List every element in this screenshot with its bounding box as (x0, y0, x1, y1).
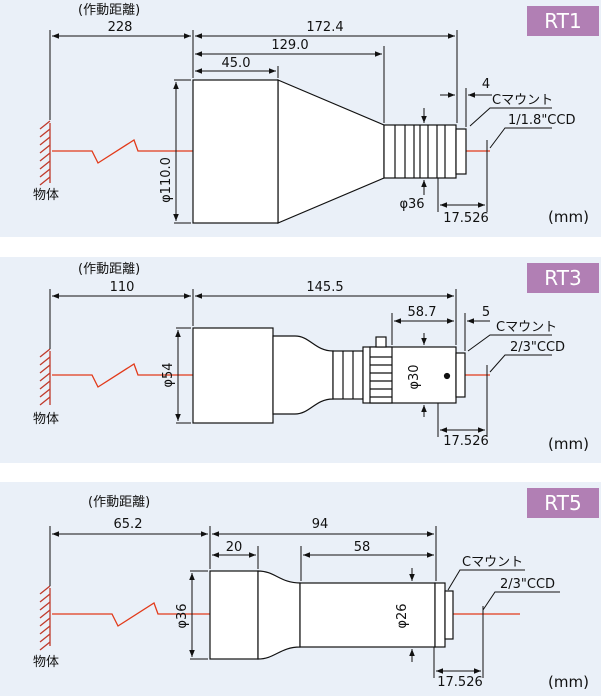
wd-caption: (作動距離) (78, 3, 140, 18)
total-dim: 145.5 (306, 280, 343, 295)
rt5-lens (209, 570, 454, 660)
object-label: 物体 (33, 655, 59, 670)
front-dim: 20 (226, 540, 243, 555)
dia-front: φ36 (175, 603, 190, 628)
cmount-label: Cマウント (492, 93, 553, 108)
rt3-panel: RT3 物体 (0, 257, 601, 463)
unit-label: (mm) (548, 435, 589, 453)
unit-label: (mm) (548, 208, 589, 226)
body-dim: 129.0 (271, 38, 308, 53)
rt5-panel: RT5 物体 (0, 482, 601, 696)
rt5-badge: RT5 (527, 488, 599, 518)
rt3-badge: RT3 (527, 263, 599, 293)
back-focus-dim: 17.526 (443, 434, 489, 449)
rt3-drawing: 物体 (33, 262, 589, 453)
rt5-drawing: 物体 (作動距離) (33, 495, 589, 691)
sensor-label: 2/3"CCD (500, 577, 555, 592)
rt1-drawing: 物体 (33, 3, 589, 226)
wd-caption: (作動距離) (78, 262, 140, 277)
object-hatch (39, 120, 51, 186)
dia-rear: φ26 (395, 603, 410, 628)
back-focus-dim: 17.526 (443, 211, 489, 226)
total-dim: 94 (312, 517, 329, 532)
wd-caption: (作動距離) (88, 495, 150, 510)
object-label: 物体 (33, 188, 59, 203)
wd-dim: 110 (110, 280, 135, 295)
dia-front: φ54 (161, 362, 176, 387)
front-dim: 45.0 (222, 56, 251, 71)
rear-dim: 58 (354, 540, 371, 555)
sensor-label: 2/3"CCD (510, 340, 565, 355)
object-hatch (39, 585, 51, 651)
rt3-lens (192, 327, 466, 424)
cmount-label: Cマウント (462, 555, 523, 570)
rt1-panel: RT1 物体 (0, 0, 601, 237)
dia-front: φ110.0 (159, 157, 174, 203)
back-focus-dim: 17.526 (437, 675, 483, 690)
rt1-lens (192, 79, 467, 224)
rear-dim: 58.7 (408, 305, 437, 320)
total-dim: 172.4 (306, 20, 343, 35)
cmount-label: Cマウント (496, 320, 557, 335)
wd-dim: 228 (108, 20, 133, 35)
wd-dim: 65.2 (114, 517, 143, 532)
unit-label: (mm) (548, 673, 589, 691)
object-hatch (39, 348, 51, 406)
flange-dim: 4 (482, 77, 490, 92)
dia-rear: φ30 (407, 364, 422, 389)
rt1-badge: RT1 (527, 6, 599, 36)
object-label: 物体 (33, 412, 59, 427)
sensor-label: 1/1.8"CCD (508, 113, 575, 128)
flange-dim: 5 (482, 305, 490, 320)
dia-rear: φ36 (399, 197, 424, 212)
